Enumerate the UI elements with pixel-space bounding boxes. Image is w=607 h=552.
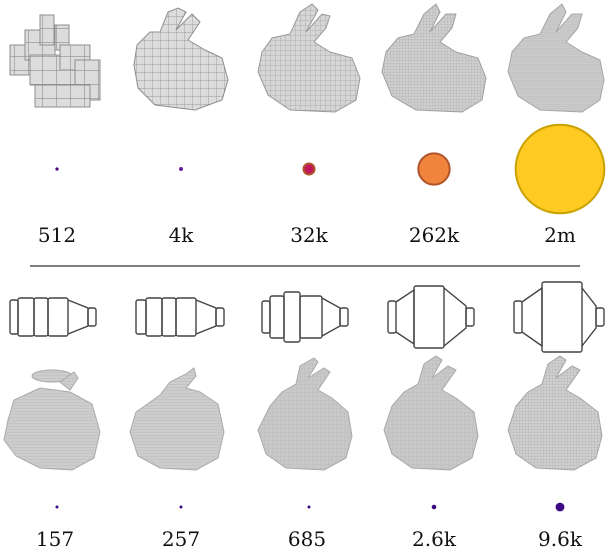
bottom-circle-257: [179, 505, 183, 509]
mesh-bunny-685: [257, 357, 353, 471]
octree-schematic-9.6k: [513, 281, 605, 353]
voxel-bunny-262k: [381, 3, 487, 113]
bottom-count-circles: [55, 502, 565, 512]
top-circle-2m: [514, 123, 606, 215]
top-resolution-circles: [55, 123, 606, 215]
top-label-1: 4k: [169, 223, 195, 247]
bottom-label-4: 9.6k: [538, 527, 583, 551]
octree-schematic-157: [9, 297, 97, 337]
top-label-3: 262k: [409, 223, 460, 247]
mesh-bunny-257: [129, 367, 225, 471]
top-label-0: 512: [38, 223, 76, 247]
voxel-bunny-512: [9, 14, 101, 108]
voxel-bunny-2m: [507, 3, 605, 113]
mesh-bunny-9.6k: [507, 355, 603, 471]
voxel-bunny-32k: [257, 3, 361, 113]
top-circle-512: [55, 167, 59, 171]
mesh-bunny-157: [3, 369, 101, 471]
top-circle-262k: [417, 152, 451, 186]
bottom-circle-685: [307, 505, 311, 509]
bottom-label-0: 157: [36, 527, 74, 551]
bottom-label-2: 685: [288, 527, 326, 551]
octree-schematic-2.6k: [387, 285, 475, 349]
voxel-bunny-4k: [133, 7, 229, 111]
bottom-circle-2.6k: [431, 504, 437, 510]
top-circle-4k: [179, 167, 183, 171]
top-circle-32k: [302, 162, 316, 176]
bottom-circle-157: [55, 505, 59, 509]
octree-schematic-257: [135, 297, 225, 337]
octree-schematic-685: [261, 291, 349, 343]
mesh-bunny-2.6k: [383, 355, 479, 471]
bottom-circle-9.6k: [555, 502, 565, 512]
bottom-label-1: 257: [162, 527, 200, 551]
top-label-2: 32k: [290, 223, 328, 247]
top-label-4: 2m: [544, 223, 576, 247]
bottom-label-3: 2.6k: [412, 527, 457, 551]
